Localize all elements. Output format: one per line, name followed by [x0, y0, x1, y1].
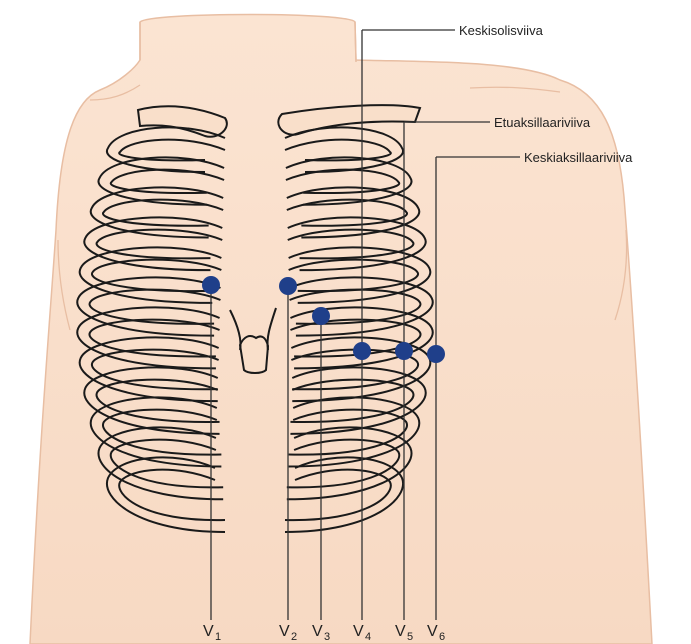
electrode-v1: [202, 276, 220, 294]
svg-text:4: 4: [365, 631, 371, 643]
electrode-v5: [395, 342, 413, 360]
svg-text:6: 6: [439, 631, 445, 643]
anterior-axillary-label: Etuaksillaariviiva: [494, 115, 591, 130]
svg-text:V: V: [427, 623, 438, 640]
svg-text:V: V: [312, 623, 323, 640]
electrode-v3: [312, 307, 330, 325]
electrode-v4: [353, 342, 371, 360]
svg-text:V: V: [353, 623, 364, 640]
xiphoid-process: [240, 336, 268, 373]
svg-text:1: 1: [215, 631, 221, 643]
svg-text:2: 2: [291, 631, 297, 643]
svg-text:5: 5: [407, 631, 413, 643]
electrode-v2: [279, 277, 297, 295]
svg-text:V: V: [203, 623, 214, 640]
svg-text:3: 3: [324, 631, 330, 643]
svg-text:V: V: [279, 623, 290, 640]
mid-axillary-label: Keskiaksillaariviiva: [524, 150, 633, 165]
mid-clavicular-label: Keskisolisviiva: [459, 23, 544, 38]
svg-text:V: V: [395, 623, 406, 640]
electrode-v6: [427, 345, 445, 363]
